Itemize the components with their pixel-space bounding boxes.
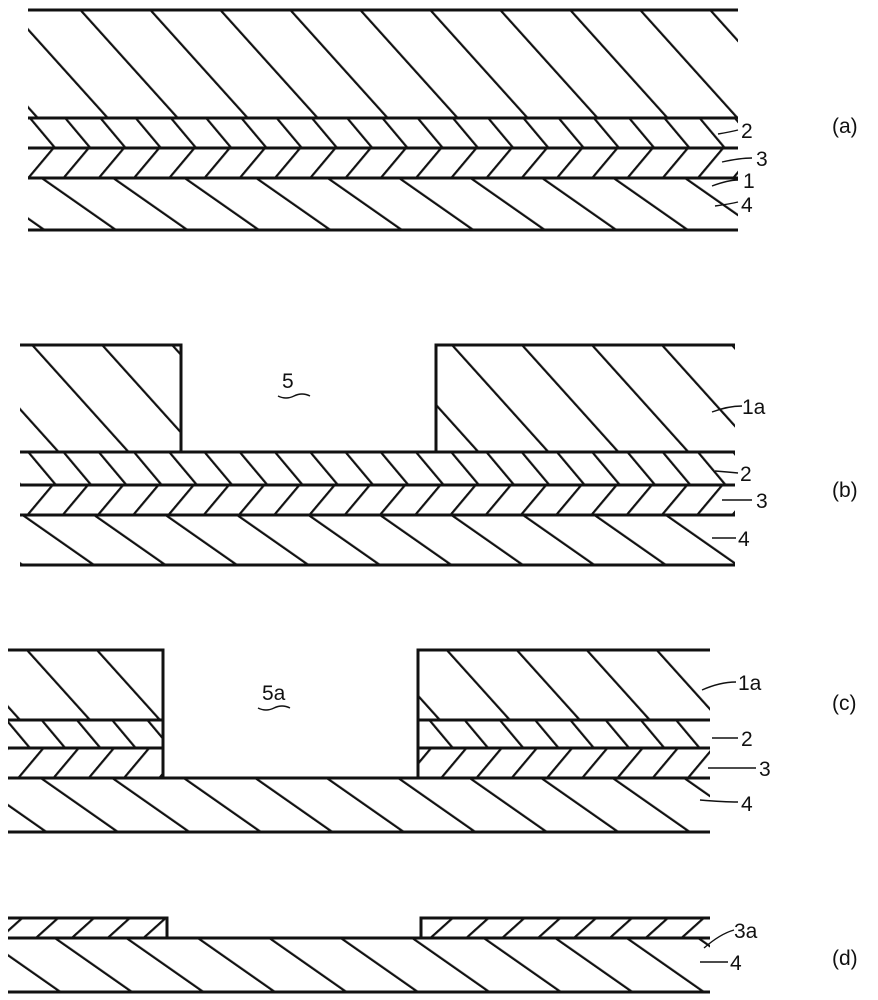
layer-1a-left (20, 345, 181, 452)
layer-1a-right (418, 650, 710, 720)
layer-3a-left (8, 918, 167, 938)
caption-c: (c) (832, 692, 857, 715)
layer-3 (28, 148, 738, 178)
layer-3-left (8, 748, 163, 778)
layer-4 (20, 515, 735, 565)
layer-4 (28, 178, 738, 230)
layer-1a-right (436, 345, 735, 452)
layer-3 (20, 485, 735, 515)
label-5-opening: 5 (282, 370, 294, 393)
label-1: 1 (743, 170, 755, 193)
label-3: 3 (759, 758, 771, 781)
caption-b: (b) (832, 479, 858, 502)
layer-2-right (418, 720, 710, 748)
label-4: 4 (738, 528, 750, 551)
label-4: 4 (730, 952, 742, 975)
label-2: 2 (741, 728, 753, 751)
panel-b: 5 1a 2 3 4 (b) (20, 345, 858, 565)
layer-4 (8, 938, 710, 992)
layer-2 (28, 118, 738, 148)
caption-d: (d) (832, 947, 858, 970)
label-4: 4 (741, 793, 753, 816)
label-2: 2 (740, 463, 752, 486)
layer-3-right (418, 748, 710, 778)
panel-c: 5a 1a 2 3 4 (c) (8, 650, 857, 832)
layer-3a-right (421, 918, 710, 938)
label-5a-opening: 5a (262, 682, 286, 705)
label-2: 2 (741, 120, 753, 143)
label-4: 4 (741, 194, 753, 217)
layer-1 (28, 10, 738, 118)
panel-a: 1 2 3 4 (a) (28, 10, 858, 230)
caption-a: (a) (832, 115, 858, 138)
label-1a: 1a (742, 396, 766, 419)
label-1a: 1a (738, 672, 762, 695)
label-3: 3 (756, 490, 768, 513)
layer-2 (20, 452, 735, 485)
panel-d: 3a 4 (d) (8, 918, 858, 992)
layer-4 (8, 778, 710, 832)
layer-2-left (8, 720, 163, 748)
label-3: 3 (756, 148, 768, 171)
layer-1a-left (8, 650, 163, 720)
label-3a: 3a (734, 920, 758, 943)
